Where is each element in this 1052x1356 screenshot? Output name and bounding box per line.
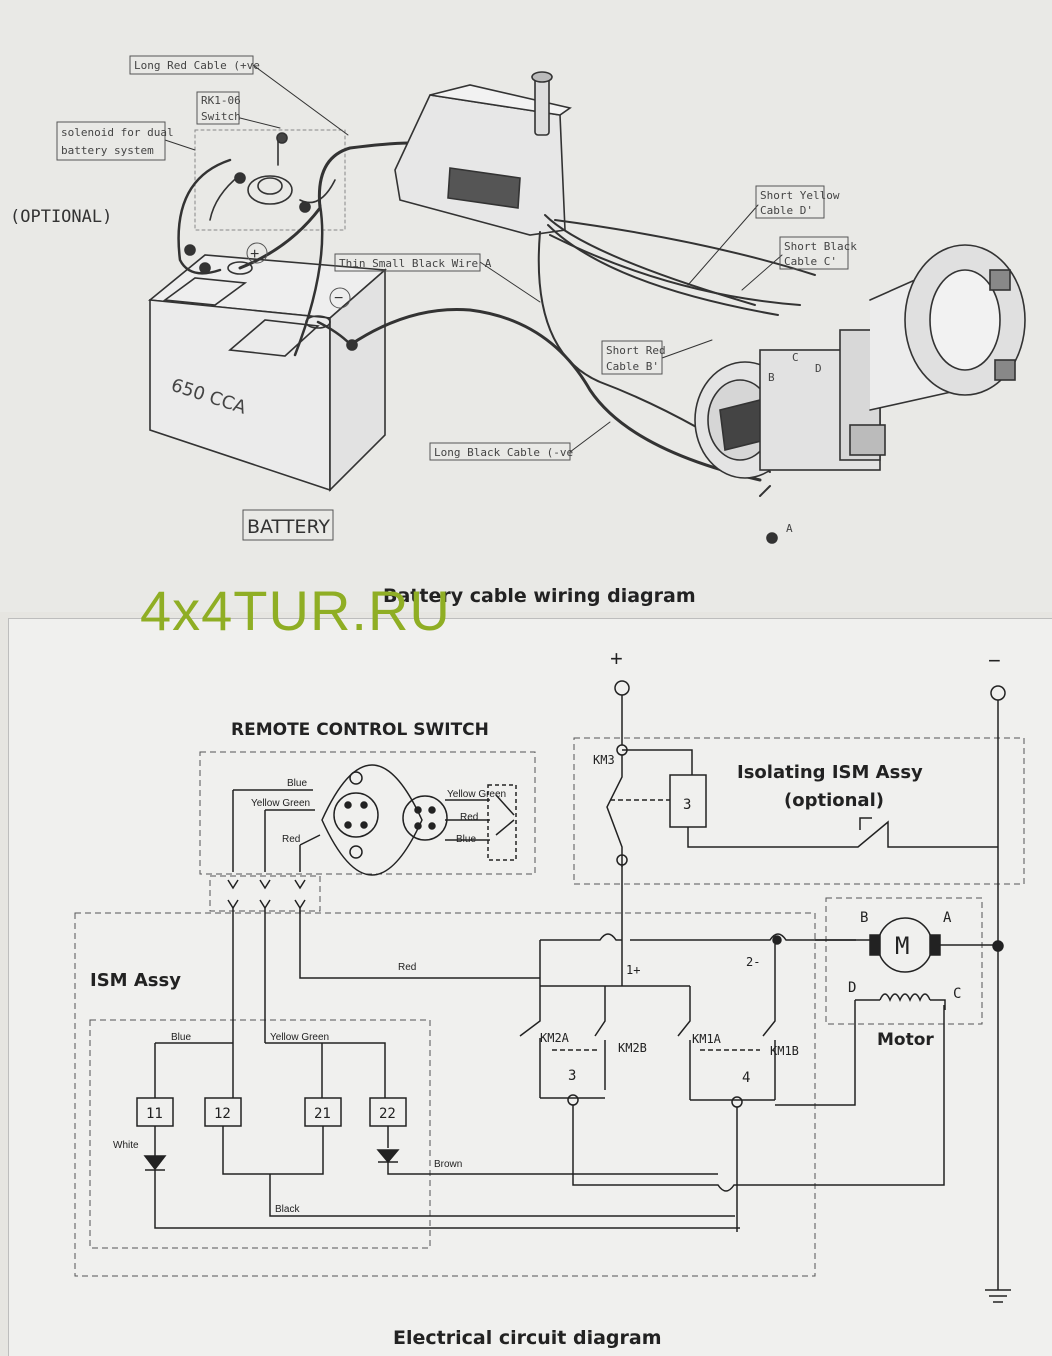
remote-control-title: REMOTE CONTROL SWITCH — [231, 720, 489, 740]
label-minus: − — [334, 290, 343, 307]
motor-label: Motor — [877, 1030, 934, 1050]
label-term-a: A — [786, 522, 793, 535]
label-long-red-cable: Long Red Cable (+ve — [134, 59, 260, 72]
caption-battery-wiring: Battery cable wiring diagram — [383, 585, 696, 607]
ism-assy-box — [74, 912, 816, 1277]
winch-motor — [694, 244, 1026, 479]
wire-white: White — [113, 1140, 139, 1151]
label-short-black-1: Short Black — [784, 240, 857, 253]
circuit-panel — [8, 618, 1052, 1356]
isolating-title-1: Isolating ISM Assy — [737, 762, 923, 783]
label-battery: BATTERY — [247, 516, 330, 538]
label-plus: + — [250, 246, 259, 263]
wire-blue: Blue — [287, 778, 307, 789]
motor-symbol — [815, 917, 998, 1010]
contact-km2b: KM2B — [618, 1041, 647, 1055]
label-short-black-2: Cable C' — [784, 255, 837, 268]
wire-brown: Brown — [434, 1159, 462, 1170]
remote-plug — [321, 764, 448, 876]
terminal-21: 21 — [314, 1106, 331, 1122]
watermark: 4x4TUR.RU — [140, 579, 451, 642]
motor-term-b: B — [860, 910, 868, 926]
node-2-minus: 2- — [746, 955, 760, 969]
label-short-red-1: Short Red — [606, 344, 666, 357]
control-box — [394, 71, 572, 236]
terminal-11: 11 — [146, 1106, 163, 1122]
wire-black: Black — [275, 1204, 300, 1215]
label-solenoid-2: battery system — [61, 144, 154, 157]
wire-blue-inner: Blue — [171, 1032, 191, 1043]
node-4: 4 — [742, 1070, 750, 1086]
plug-blue: Blue — [456, 834, 476, 845]
label-term-d: D — [815, 362, 822, 375]
contact-km3: KM3 — [593, 753, 615, 767]
wire-yellow-green-inner: Yellow Green — [270, 1032, 329, 1043]
motor-m: M — [895, 932, 909, 960]
motor-term-c: C — [953, 986, 961, 1002]
label-term-c: C — [792, 351, 799, 364]
optional-region — [194, 129, 346, 231]
label-rk-switch-1: RK1-06 — [201, 94, 241, 107]
isolating-ism-box — [573, 737, 1025, 885]
plug-yellow-green: Yellow Green — [447, 789, 506, 800]
label-rk-switch-2: Switch — [201, 110, 241, 123]
motor-box — [825, 897, 983, 1025]
label-solenoid-1: solenoid for dual — [61, 126, 174, 139]
ism-assy-label: ISM Assy — [90, 970, 181, 991]
isolating-title-2: (optional) — [784, 790, 884, 811]
caption-circuit: Electrical circuit diagram — [393, 1327, 662, 1349]
negative-rail-label: − — [988, 648, 1001, 673]
wire-red: Red — [282, 834, 300, 845]
terminal-12: 12 — [214, 1106, 231, 1122]
iso-coil-number: 3 — [683, 797, 691, 813]
node-3: 3 — [568, 1068, 576, 1084]
contact-km1a: KM1A — [692, 1032, 722, 1046]
motor-term-a: A — [943, 910, 952, 926]
plug-red: Red — [460, 812, 478, 823]
contact-km1b: KM1B — [770, 1044, 799, 1058]
remote-switch-box — [199, 751, 536, 875]
positive-terminal — [227, 261, 253, 275]
terminal-22: 22 — [379, 1106, 396, 1122]
label-optional: (OPTIONAL) — [10, 207, 112, 227]
label-term-b: B — [768, 371, 775, 384]
battery-wiring-diagram: Long Red Cable (+ve RK1-06 Switch soleno… — [10, 55, 1026, 607]
label-long-black-cable: Long Black Cable (-ve — [434, 446, 573, 459]
positive-rail-label: + — [610, 646, 623, 671]
label-short-red-2: Cable B' — [606, 360, 659, 373]
node-1-plus: 1+ — [626, 963, 640, 977]
label-short-yellow-1: Short Yellow — [760, 189, 840, 202]
contact-km2a: KM2A — [540, 1031, 570, 1045]
wire-yellow-green: Yellow Green — [251, 798, 310, 809]
motor-term-d: D — [848, 980, 856, 996]
label-short-yellow-2: Cable D' — [760, 204, 813, 217]
wire-red-main: Red — [398, 962, 416, 973]
label-thin-black-wire: Thin Small Black Wire A — [339, 257, 492, 270]
